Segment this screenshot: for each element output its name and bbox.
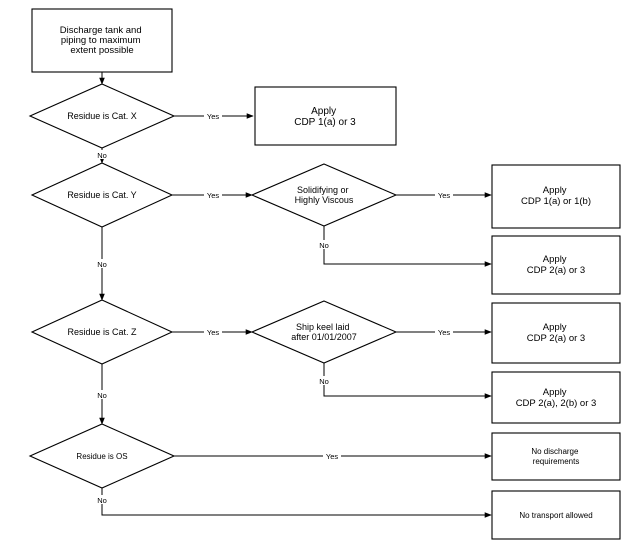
edge-os-no: [101, 488, 492, 518]
node-line: No discharge: [531, 447, 579, 456]
label-os-yes: Yes: [326, 452, 338, 461]
svg-text:Apply CDP 2(a), 2(b) or: Apply CDP 2(a), 2(b) or 3: [516, 387, 597, 409]
edge-solidifying-no: [323, 226, 492, 267]
svg-text:Apply CDP 1(a) or 3: Apply CDP 1(a) or 3: [294, 106, 356, 128]
node-line: Highly Viscous: [295, 195, 354, 205]
decision-residue-cat-z: Residue is Cat. Z: [30, 299, 174, 365]
decision-residue-cat-x: Residue is Cat. X: [28, 83, 176, 149]
node-line: piping to maximum: [61, 35, 141, 46]
node-line: Apply: [311, 106, 336, 117]
label-solidifying-yes: Yes: [438, 191, 450, 200]
node-line: extent possible: [70, 45, 133, 56]
label-cat-x-yes: Yes: [207, 112, 219, 121]
node-line: No transport allowed: [519, 511, 592, 520]
svg-text:Ship keel laid after 01/: Ship keel laid after 01/01/2007: [291, 322, 357, 342]
decision-residue-os: Residue is OS: [28, 423, 176, 489]
node-line: Residue is OS: [76, 452, 127, 461]
svg-text:No transport allowed: No transport allowed: [519, 511, 592, 520]
node-line: Apply: [543, 387, 567, 398]
svg-text:Apply CDP 2(a) or 3: Apply CDP 2(a) or 3: [527, 322, 585, 344]
node-line: CDP 2(a) or 3: [527, 265, 585, 276]
action-no-discharge-requirements: No discharge requirements: [491, 432, 621, 481]
action-apply-cdp-1a-or-3: Apply CDP 1(a) or 3: [254, 86, 397, 146]
svg-text:Apply CDP 2(a) or 3: Apply CDP 2(a) or 3: [527, 254, 585, 276]
svg-text:Residue is Cat. Y: Residue is Cat. Y: [67, 190, 136, 200]
node-line: Apply: [543, 185, 567, 196]
svg-text:Apply CDP 1(a) or 1(b): Apply CDP 1(a) or 1(b): [521, 185, 591, 207]
node-line: Solidifying or: [297, 185, 349, 195]
label-cat-y-yes: Yes: [207, 191, 219, 200]
node-line: Apply: [543, 254, 567, 265]
node-line: after 01/01/2007: [291, 332, 357, 342]
label-solidifying-no: No: [319, 241, 329, 250]
svg-text:Residue is Cat. X: Residue is Cat. X: [67, 111, 137, 121]
node-line: Ship keel laid: [296, 322, 350, 332]
svg-text:Residue is Cat. Z: Residue is Cat. Z: [67, 327, 137, 337]
node-line: CDP 2(a), 2(b) or 3: [516, 398, 597, 409]
label-ship-keel-yes: Yes: [438, 328, 450, 337]
label-ship-keel-no: No: [319, 377, 329, 386]
start-box-discharge-tank: Discharge tank and piping to maximum ext…: [31, 8, 173, 73]
node-line: requirements: [533, 457, 580, 466]
node-line: CDP 1(a) or 1(b): [521, 196, 591, 207]
action-no-transport-allowed: No transport allowed: [491, 490, 621, 540]
node-line: Discharge tank and: [60, 25, 142, 36]
label-cat-z-no: No: [97, 391, 107, 400]
node-line: CDP 2(a) or 3: [527, 333, 585, 344]
label-os-no: No: [97, 496, 107, 505]
node-line: Residue is Cat. Y: [67, 190, 136, 200]
action-apply-cdp-1a-or-1b: Apply CDP 1(a) or 1(b): [491, 164, 621, 229]
svg-text:Residue is OS: Residue is OS: [76, 452, 127, 461]
svg-text:Solidifying or Highly Vi: Solidifying or Highly Viscous: [295, 185, 354, 205]
edge-ship-keel-no: [323, 363, 492, 399]
label-cat-z-yes: Yes: [207, 328, 219, 337]
node-line: CDP 1(a) or 3: [294, 117, 356, 128]
action-apply-cdp-2a-or-3-y: Apply CDP 2(a) or 3: [491, 235, 621, 295]
node-line: Residue is Cat. Z: [67, 327, 137, 337]
node-line: Apply: [543, 322, 567, 333]
decision-solidifying-viscous: Solidifying or Highly Viscous: [250, 163, 398, 227]
svg-text:No discharge requirement: No discharge requirements: [531, 447, 580, 466]
action-apply-cdp-2a-or-3-z: Apply CDP 2(a) or 3: [491, 302, 621, 364]
decision-residue-cat-y: Residue is Cat. Y: [30, 162, 174, 228]
label-cat-y-no: No: [97, 260, 107, 269]
node-line: Residue is Cat. X: [67, 111, 137, 121]
svg-text:Discharge tank and pipin: Discharge tank and piping to maximum ext…: [60, 25, 145, 56]
decision-ship-keel-laid: Ship keel laid after 01/01/2007: [250, 300, 398, 364]
action-apply-cdp-2a-2b-or-3: Apply CDP 2(a), 2(b) or 3: [491, 371, 621, 424]
label-cat-x-no: No: [97, 151, 107, 160]
